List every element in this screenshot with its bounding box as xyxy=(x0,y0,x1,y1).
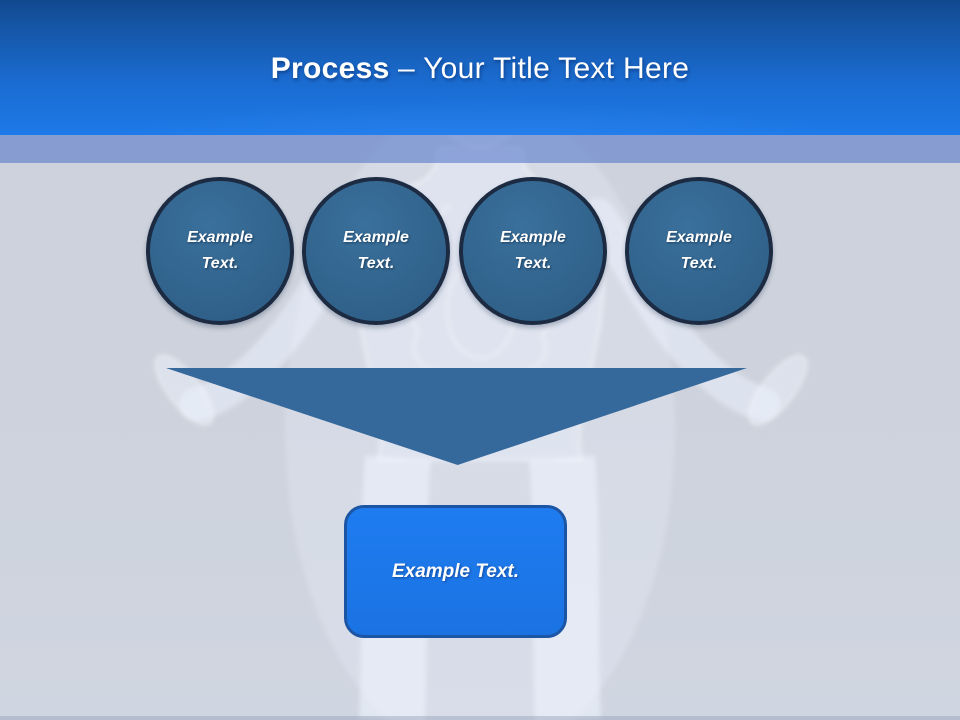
result-box: Example Text. xyxy=(344,505,567,638)
process-step-circle-1: Example Text. xyxy=(146,177,294,325)
result-label: Example Text. xyxy=(391,560,520,582)
process-step-label-2: Example Text. xyxy=(343,229,409,272)
slide-title-subtitle: – Your Title Text Here xyxy=(398,52,690,85)
process-step-label-3: Example Text. xyxy=(500,229,566,272)
process-step-label-1: Example Text. xyxy=(187,229,253,272)
process-step-circle-2: Example Text. xyxy=(302,177,450,325)
process-step-circle-3: Example Text. xyxy=(459,177,607,325)
slide-bottom-edge xyxy=(0,716,960,720)
process-step-label-4: Example Text. xyxy=(666,229,732,272)
slide-title: Process– Your Title Text Here xyxy=(0,0,960,86)
header-accent-band xyxy=(0,135,960,163)
process-step-circle-4: Example Text. xyxy=(625,177,773,325)
slide-title-keyword: Process xyxy=(270,52,390,85)
title-bar: Process– Your Title Text Here xyxy=(0,0,960,135)
